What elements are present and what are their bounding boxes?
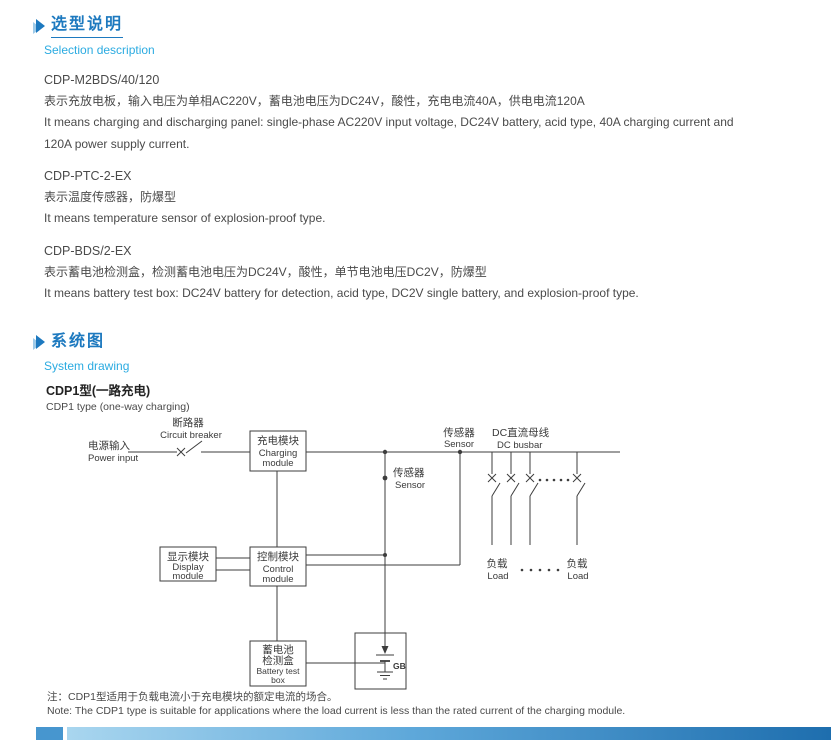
footer-bar	[67, 727, 831, 740]
system-title-en: System drawing	[44, 359, 130, 373]
label-charging-en2: module	[262, 458, 293, 469]
label-battery-box-cn2: 检测盒	[262, 654, 294, 667]
label-sensor2-en: Sensor	[395, 480, 425, 491]
model-desc-cn: 表示蓄电池检测盒，检测蓄电池电压为DC24V，酸性，单节电池电压DC2V，防爆型	[44, 264, 487, 279]
footer-accent-block	[36, 727, 63, 740]
note-cn: 注：CDP1型适用于负载电流小于充电模块的额定电流的场合。	[47, 691, 338, 703]
display-module-box	[159, 546, 217, 582]
label-busbar-en: DC busbar	[497, 440, 542, 451]
model-desc-en: It means charging and discharging panel:…	[44, 115, 734, 151]
variant-title-en: CDP1 type (one-way charging)	[46, 401, 190, 413]
model-block: CDP-M2BDS/40/120 表示充放电板，输入电压为单相AC220V，蓄电…	[44, 70, 749, 155]
label-display-en2: module	[172, 571, 203, 582]
breaker-blade-icon	[185, 440, 203, 454]
label-display-cn: 显示模块	[167, 551, 209, 563]
model-desc-cn: 表示充放电板，输入电压为单相AC220V，蓄电池电压为DC24V，酸性，充电电流…	[44, 94, 585, 108]
label-sensor1-cn: 传感器	[443, 426, 475, 439]
model-code: CDP-M2BDS/40/120	[44, 73, 160, 87]
section-arrow-icon	[33, 17, 46, 35]
variant-title-cn: CDP1型(一路充电)	[46, 384, 151, 398]
diagram-labels: 电源输入 Power input 断路器 Circuit breaker 充电模…	[88, 416, 589, 685]
label-sensor1-en: Sensor	[444, 439, 474, 450]
label-load2-cn: 负载	[567, 557, 588, 570]
selection-title-en: Selection description	[44, 43, 155, 57]
label-display-en1: Display	[172, 562, 203, 573]
selection-title-cn: 选型说明	[51, 15, 124, 38]
label-battery-box-en1: Battery test	[257, 666, 301, 676]
selection-section: 选型说明 Selection description CDP-M2BDS/40/…	[33, 14, 749, 304]
battery-ground-symbol	[376, 633, 394, 680]
section-arrow-icon	[33, 333, 46, 351]
charging-module-box	[249, 430, 307, 472]
label-load1-en: Load	[487, 571, 508, 582]
label-power-input-cn: 电源输入	[88, 439, 130, 452]
label-power-input-en: Power input	[88, 453, 139, 464]
model-desc-cn: 表示温度传感器，防爆型	[44, 190, 177, 204]
arrow-down-icon	[381, 646, 389, 654]
breaker-contact-icon	[176, 447, 186, 457]
model-code: CDP-BDS/2-EX	[44, 243, 132, 258]
system-section: 系统图 System drawing CDP1型(一路充电) CDP1 type…	[33, 330, 749, 413]
label-load2-en: Load	[567, 571, 588, 582]
control-module-box	[249, 546, 307, 587]
diagram-wires	[128, 440, 620, 664]
model-desc-en: It means battery test box: DC24V battery…	[44, 285, 639, 300]
label-battery-box-en2: box	[271, 675, 285, 685]
label-control-en1: Control	[263, 564, 294, 575]
diagram-notes: 注：CDP1型适用于负载电流小于充电模块的额定电流的场合。 Note: The …	[47, 690, 625, 718]
system-diagram: 电源输入 Power input 断路器 Circuit breaker 充电模…	[88, 416, 620, 690]
junction-dots	[382, 449, 570, 572]
model-block: CDP-PTC-2-EX 表示温度传感器，防爆型 It means temper…	[44, 166, 749, 230]
label-gb: GB	[393, 661, 406, 671]
label-battery-box-cn1: 蓄电池	[262, 643, 294, 656]
label-charging-en1: Charging	[259, 448, 298, 459]
label-load1-cn: 负载	[487, 557, 508, 570]
model-block: CDP-BDS/2-EX 表示蓄电池检测盒，检测蓄电池电压为DC24V，酸性，单…	[44, 241, 749, 305]
system-title-cn: 系统图	[51, 333, 106, 350]
model-desc-en: It means temperature sensor of explosion…	[44, 211, 326, 225]
diagram-boxes	[159, 430, 407, 690]
system-header: 系统图	[33, 330, 749, 354]
model-code: CDP-PTC-2-EX	[44, 169, 132, 183]
label-control-cn: 控制模块	[257, 550, 299, 563]
label-busbar-cn: DC直流母线	[492, 426, 550, 439]
selection-header: 选型说明	[33, 14, 749, 38]
note-en: Note: The CDP1 type is suitable for appl…	[47, 705, 626, 717]
label-breaker-cn: 断路器	[172, 416, 204, 429]
label-breaker-en: Circuit breaker	[160, 430, 222, 441]
label-sensor2-cn: 传感器	[393, 466, 425, 479]
label-charging-cn: 充电模块	[257, 434, 299, 447]
label-control-en2: module	[262, 574, 293, 585]
